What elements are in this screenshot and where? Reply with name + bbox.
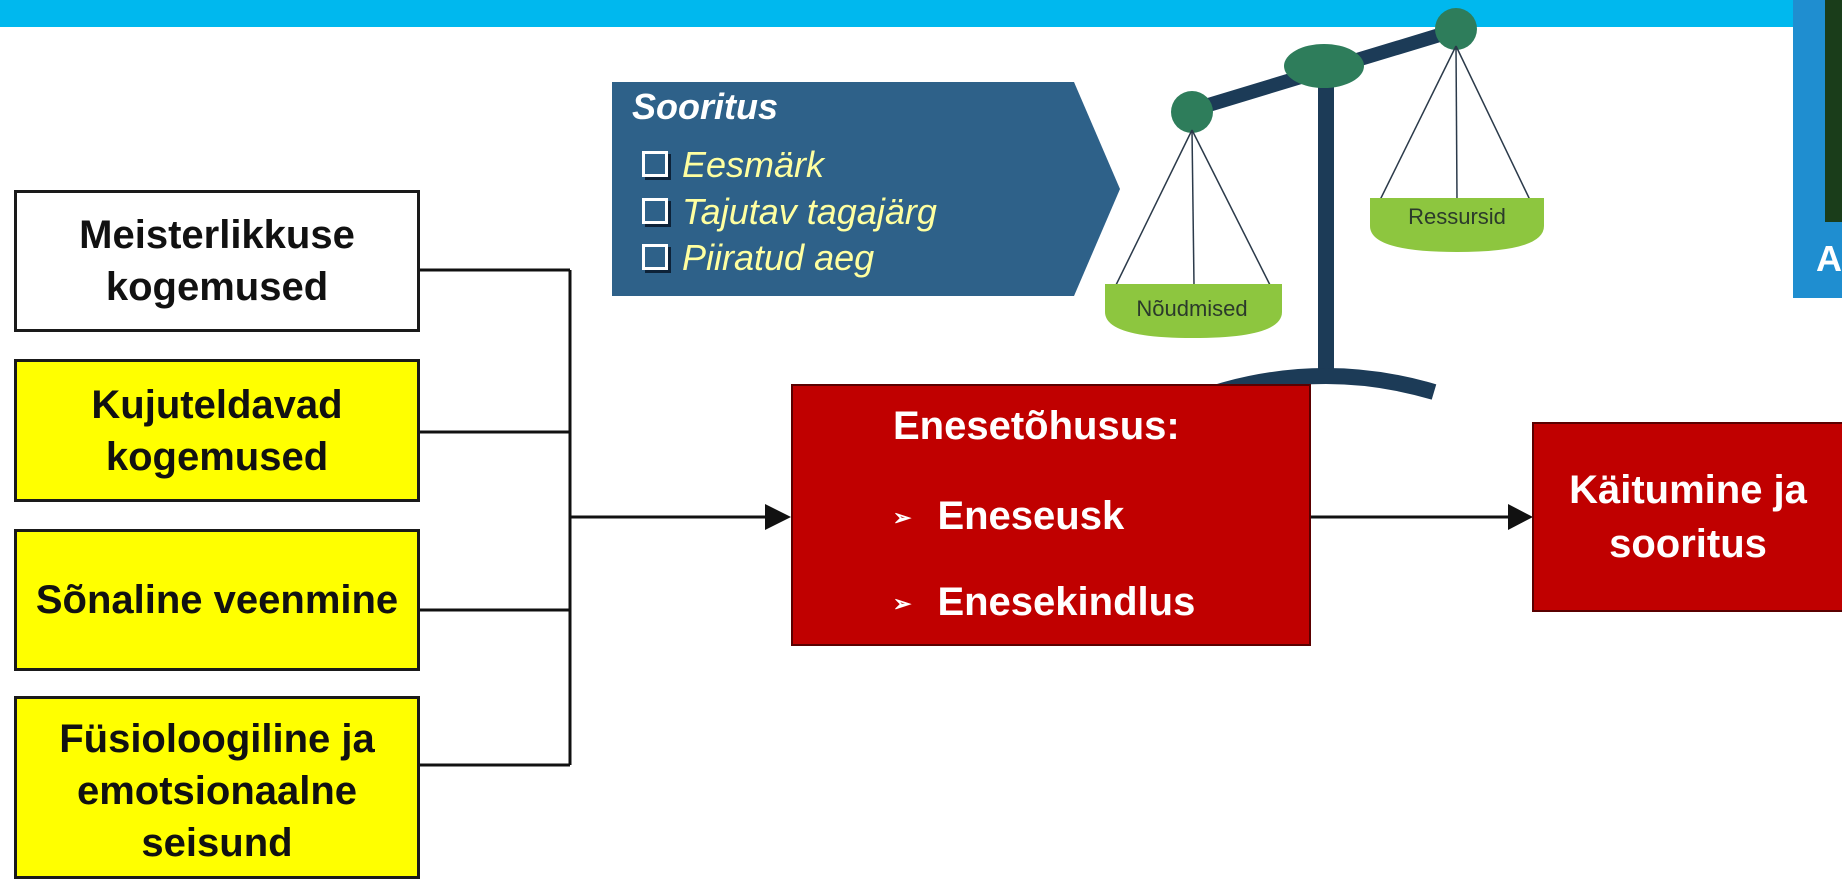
performance-panel: Sooritus Eesmärk Tajutav tagajärg Piirat… bbox=[612, 82, 1120, 296]
arrowhead-outcome bbox=[1508, 504, 1533, 530]
scale-right-label: Ressursid bbox=[1408, 204, 1506, 229]
outcome-box: Käitumine ja sooritus bbox=[1532, 422, 1842, 612]
source-label-physiological: Füsioloogiline ja emotsionaalne seisund bbox=[59, 717, 375, 865]
self-efficacy-title: Enesetõhusus: bbox=[893, 404, 1180, 448]
source-box-vicarious: Kujuteldavad kogemused bbox=[14, 359, 420, 502]
checkbox-icon bbox=[642, 244, 668, 271]
checkbox-icon bbox=[642, 198, 668, 225]
arrow-bullet-icon: ➢ bbox=[893, 505, 912, 531]
performance-item-label: Eesmärk bbox=[682, 144, 825, 185]
scale-left-pan bbox=[1105, 284, 1282, 338]
arrowhead-efficacy bbox=[765, 504, 791, 530]
scale-pillar bbox=[1318, 72, 1334, 382]
source-label-vicarious: Kujuteldavad kogemused bbox=[91, 382, 343, 479]
source-label-mastery: Meisterlikkuse kogemused bbox=[79, 213, 355, 309]
performance-item-goal: Eesmärk bbox=[642, 144, 824, 186]
self-efficacy-item-belief: ➢ Eneseusk bbox=[893, 494, 1124, 539]
performance-shape bbox=[612, 82, 1120, 296]
performance-item-time: Piiratud aeg bbox=[642, 237, 874, 279]
self-efficacy-item-label: Enesekindlus bbox=[937, 580, 1196, 624]
scale-center-joint bbox=[1284, 44, 1364, 88]
scale-left-joint bbox=[1171, 91, 1213, 133]
top-banner bbox=[0, 0, 1842, 27]
checkbox-icon bbox=[642, 151, 668, 178]
performance-item-consequence: Tajutav tagajärg bbox=[642, 191, 937, 233]
source-label-verbal: Sõnaline veenmine bbox=[35, 578, 399, 622]
scale-right-joint bbox=[1435, 8, 1477, 50]
outcome-label: Käitumine ja sooritus bbox=[1569, 468, 1807, 566]
source-box-verbal: Sõnaline veenmine bbox=[14, 529, 420, 671]
performance-item-label: Piiratud aeg bbox=[682, 237, 875, 278]
source-box-physiological: Füsioloogiline ja emotsionaalne seisund bbox=[14, 696, 420, 879]
self-efficacy-item-label: Eneseusk bbox=[937, 494, 1125, 538]
presenter-caption: A bbox=[1816, 238, 1842, 279]
presenter-photo bbox=[1825, 0, 1842, 222]
source-box-mastery: Meisterlikkuse kogemused bbox=[14, 190, 420, 332]
performance-item-label: Tajutav tagajärg bbox=[682, 191, 937, 232]
arrow-bullet-icon: ➢ bbox=[893, 591, 912, 617]
self-efficacy-item-confidence: ➢ Enesekindlus bbox=[893, 580, 1195, 625]
scale-right-pan bbox=[1370, 198, 1544, 252]
self-efficacy-box: Enesetõhusus: ➢ Eneseusk ➢ Enesekindlus bbox=[791, 384, 1311, 646]
performance-title: Sooritus bbox=[632, 86, 779, 127]
scale-left-label: Nõudmised bbox=[1136, 296, 1247, 321]
